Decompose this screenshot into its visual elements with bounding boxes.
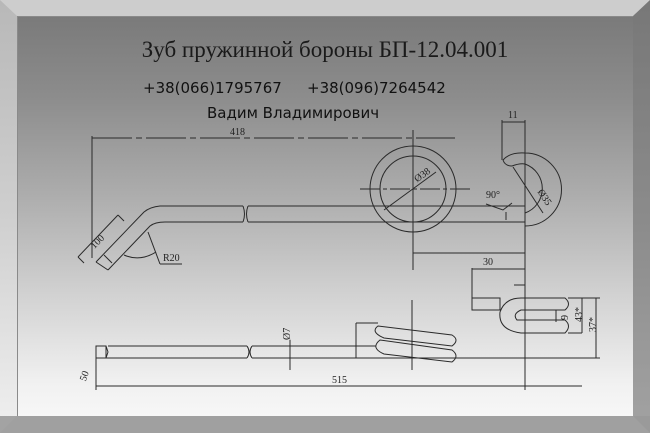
dim-100: 100 xyxy=(89,233,107,251)
top-view xyxy=(77,120,562,271)
frame-bevel-right xyxy=(633,0,650,433)
dim-end-height: 50 xyxy=(78,370,92,383)
dimension-labels: 418 100 R20 Ø38 Ø35 90° 11 30 Ø7 515 50 … xyxy=(78,110,599,386)
page-title: Зуб пружинной бороны БП-12.04.001 xyxy=(141,37,509,62)
dim-coil-diameter: Ø38 xyxy=(412,166,432,185)
dim-hook-angle: 90° xyxy=(486,190,500,201)
dim-coil-to-hook: 30 xyxy=(483,257,493,268)
frame-bevel-left xyxy=(0,0,17,433)
phone-number-1: +38(066)1795767 xyxy=(143,79,282,97)
side-view xyxy=(95,268,600,390)
dim-wire-diameter: Ø7 xyxy=(282,328,293,340)
dim-515: 515 xyxy=(332,375,347,386)
dim-gap: 9 xyxy=(560,315,571,320)
contact-name: Вадим Владимирович xyxy=(207,104,380,122)
phone-number-2: +38(096)7264542 xyxy=(307,79,446,97)
dim-37: 37* xyxy=(588,317,599,332)
dim-r20: R20 xyxy=(163,253,180,264)
dim-hook-offset: 11 xyxy=(508,110,518,121)
drawing-panel xyxy=(17,16,634,416)
dim-43: 43* xyxy=(574,307,585,322)
dim-418: 418 xyxy=(230,127,245,138)
